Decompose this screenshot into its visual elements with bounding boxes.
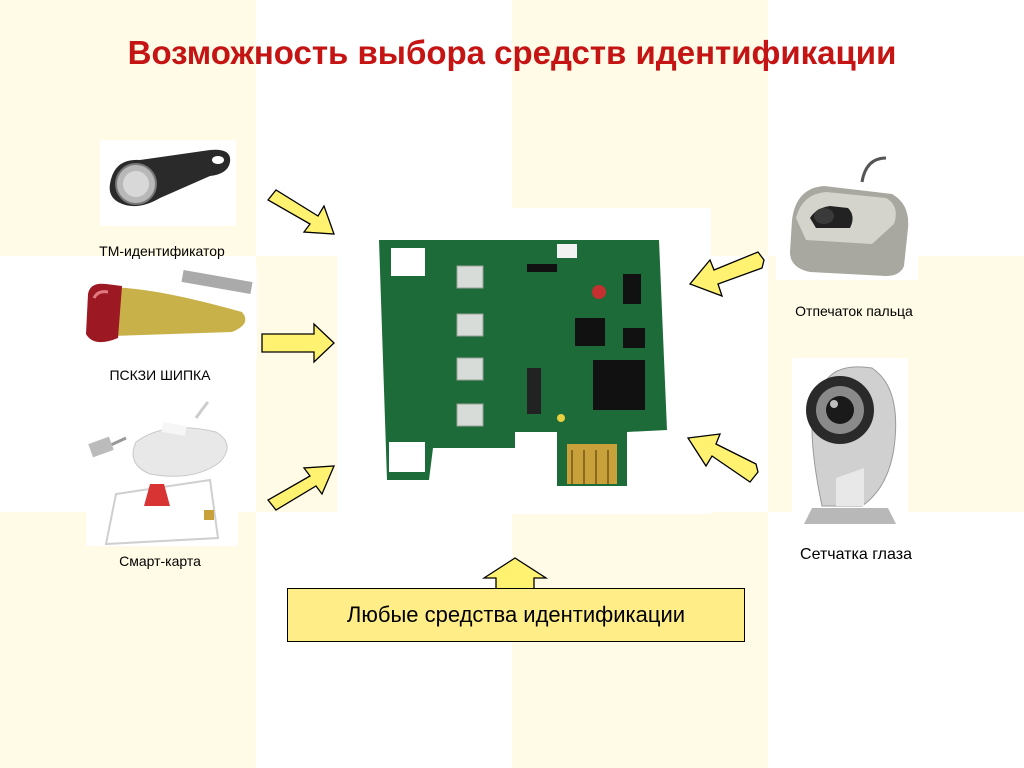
retina-scanner-icon <box>804 366 897 524</box>
tm-identifier-image <box>100 140 236 226</box>
smart-card-label: Смарт-карта <box>119 553 201 569</box>
slide-title: Возможность выбора средств идентификации <box>127 34 897 71</box>
retina-label: Сетчатка глаза <box>800 546 912 563</box>
retina-scanner-image <box>792 358 908 528</box>
tm-key-fob-icon <box>109 149 231 207</box>
smart-card-image <box>86 398 238 546</box>
smart-card-reader-icon <box>88 400 228 546</box>
arrow-from-retina-scanner <box>686 433 759 483</box>
pskzi-shipka-label: ПСКЗИ ШИПКА <box>109 367 211 383</box>
background-block-bottom-left <box>0 512 256 768</box>
fingerprint-scanner-image <box>776 148 918 280</box>
pskzi-shipka-image <box>72 268 257 358</box>
arrow-from-tm-identifier <box>267 189 335 235</box>
pcie-board-icon <box>379 240 667 486</box>
arrow-from-pskzi-shipka <box>261 322 335 364</box>
usb-token-icon <box>86 270 253 343</box>
pcie-board-image <box>337 208 711 514</box>
arrow-from-smart-card <box>267 465 336 511</box>
tm-identifier-label: ТМ-идентификатор <box>99 243 225 259</box>
fingerprint-scanner-icon <box>790 156 909 276</box>
arrow-up-to-board <box>481 557 549 590</box>
any-identifiers-callout: Любые средства идентификации <box>287 588 745 642</box>
fingerprint-label: Отпечаток пальца <box>795 303 913 319</box>
arrow-from-fingerprint-scanner <box>688 251 765 298</box>
